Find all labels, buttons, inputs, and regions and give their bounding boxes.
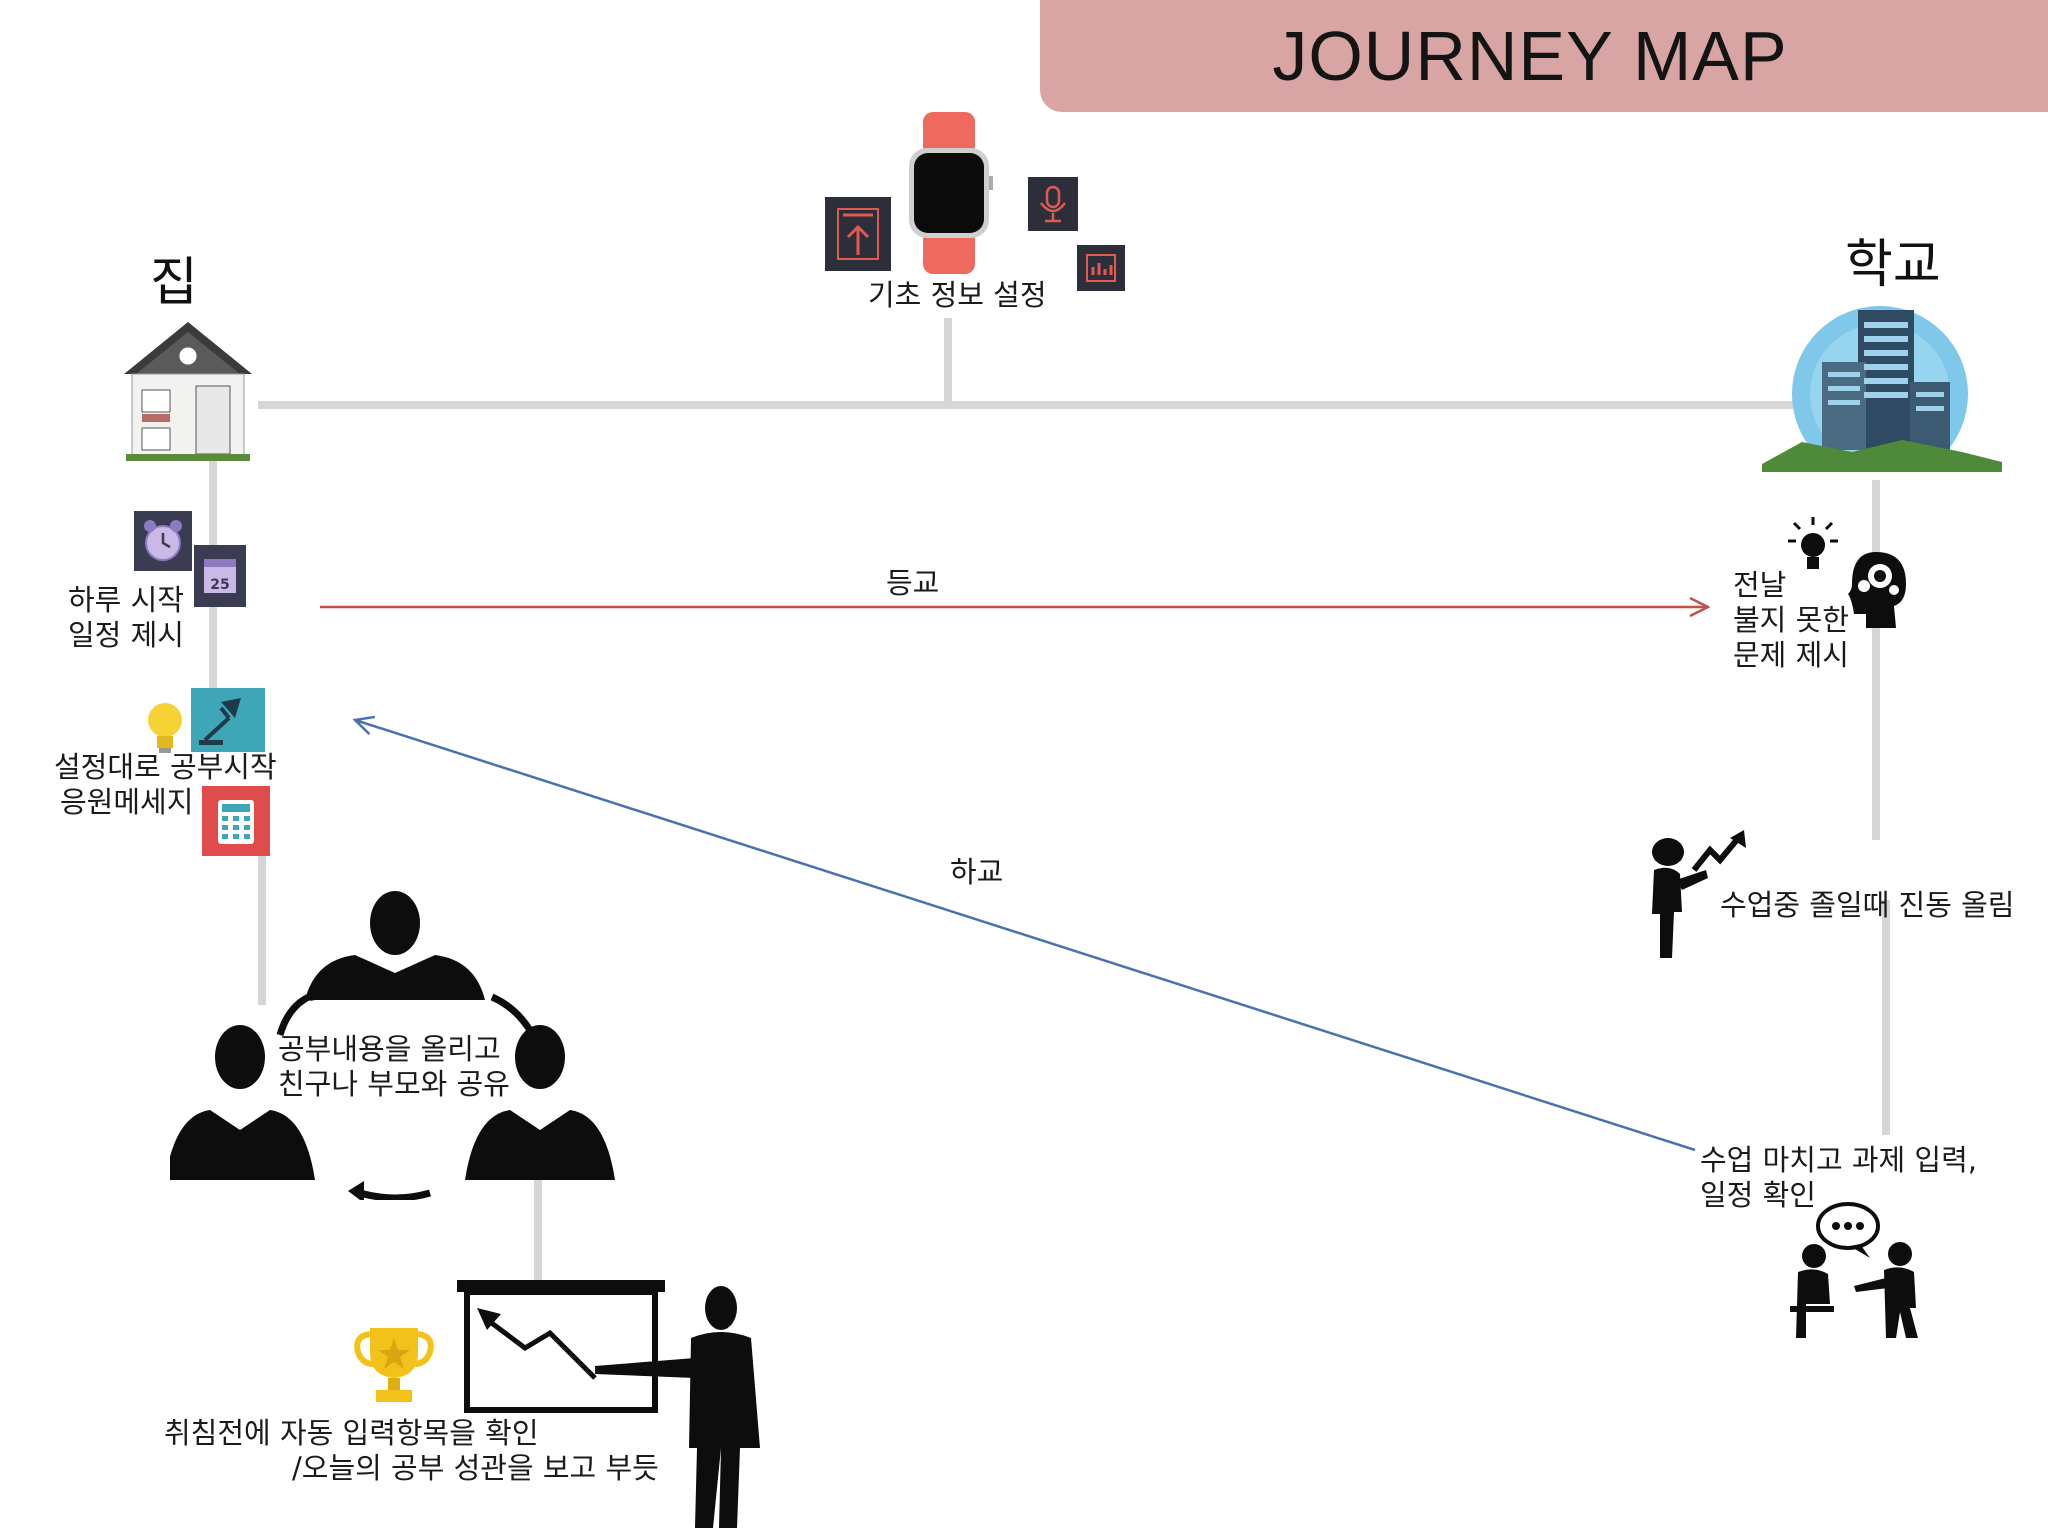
- calculator-icon: [202, 786, 270, 856]
- study-start-label: 설정대로 공부시작 응원메세지: [54, 750, 277, 820]
- prev-day-line-3: 문제 제시: [1733, 638, 1849, 672]
- page-title: JOURNEY MAP: [1272, 17, 1788, 95]
- bedtime-line-1: 취침전에 자동 입력항목을 확인: [164, 1416, 539, 1450]
- school-building-icon: [1762, 306, 2002, 472]
- thinking-head-icon: [1848, 552, 1906, 628]
- sleepy-person-icon: [1652, 830, 1746, 958]
- lightbulb-icon: [148, 703, 182, 753]
- lamp-icon: [191, 688, 265, 752]
- chart-icon: [1077, 245, 1125, 291]
- bedtime-line-2: /오늘의 공부 성관을 보고 부듯: [292, 1451, 659, 1485]
- share-line-2: 친구나 부모와 공유: [278, 1067, 510, 1101]
- setup-label: 기초 정보 설정: [868, 278, 1047, 312]
- day-start-label: 하루 시작 일정 제시: [68, 583, 184, 653]
- alarm-clock-icon: [134, 511, 192, 571]
- svg-text:25: 25: [210, 577, 229, 593]
- from-school-arrow: [355, 720, 1696, 1152]
- class-end-label: 수업 마치고 과제 입력, 일정 확인: [1700, 1143, 1977, 1213]
- prev-day-line-2: 불지 못한: [1733, 603, 1849, 637]
- class-end-line-1: 수업 마치고 과제 입력,: [1700, 1143, 1977, 1177]
- share-line-1: 공부내용을 올리고: [278, 1032, 501, 1066]
- people-cycle-icon: [170, 891, 615, 1200]
- upload-icon: [825, 197, 891, 271]
- prev-day-line-1: 전날: [1733, 568, 1787, 602]
- idea-spark-icon: [1788, 517, 1838, 569]
- from-school-label: 하교: [950, 855, 1004, 889]
- bedtime-label: 취침전에 자동 입력항목을 확인 /오늘의 공부 성관을 보고 부듯: [164, 1416, 659, 1486]
- day-start-line-1: 하루 시작: [68, 583, 184, 617]
- trophy-icon: [354, 1328, 434, 1402]
- microphone-icon: [1028, 177, 1078, 231]
- home-label: 집: [150, 253, 198, 313]
- share-label: 공부내용을 올리고 친구나 부모와 공유: [278, 1032, 510, 1102]
- title-banner: JOURNEY MAP: [1040, 0, 2048, 112]
- study-start-line-2: 응원메세지: [60, 785, 194, 819]
- class-end-line-2: 일정 확인: [1700, 1178, 1816, 1212]
- prev-day-label: 전날 불지 못한 문제 제시: [1733, 568, 1849, 673]
- presenter-icon: [457, 1280, 760, 1528]
- class-sleep-label: 수업중 졸일때 진동 올림: [1720, 888, 2015, 922]
- school-label: 학교: [1845, 235, 1941, 295]
- house-icon: [124, 322, 252, 461]
- calendar-icon: 25: [194, 545, 246, 607]
- conversation-icon: [1790, 1202, 1918, 1338]
- to-school-label: 등교: [886, 566, 940, 600]
- day-start-line-2: 일정 제시: [68, 618, 184, 652]
- study-start-line-1: 설정대로 공부시작: [54, 750, 277, 784]
- smartwatch-icon: [909, 112, 993, 274]
